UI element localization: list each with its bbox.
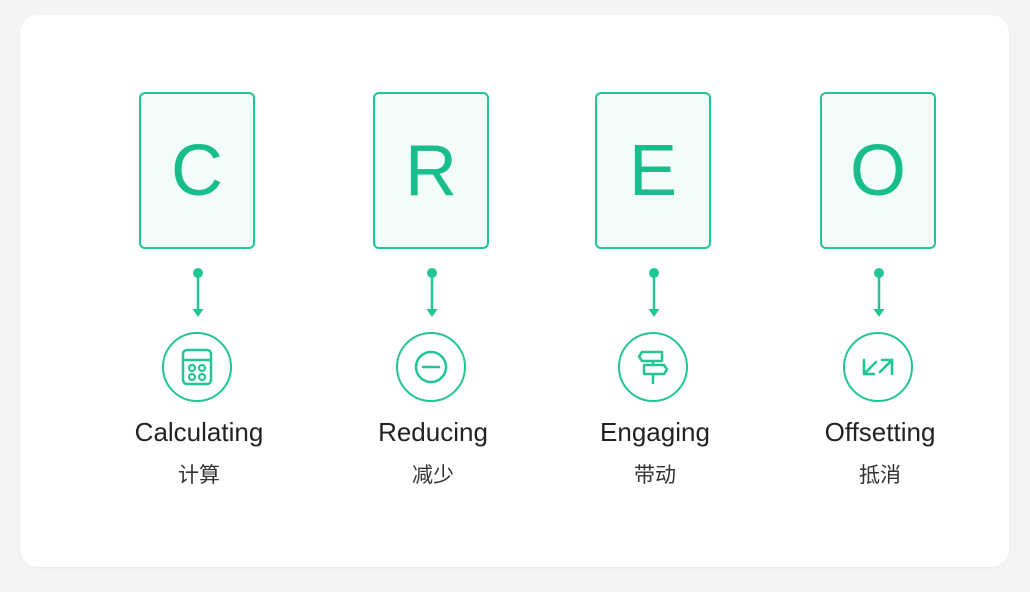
item-title: Engaging	[600, 417, 710, 447]
creo-column-engaging: E Engaging 带动	[555, 15, 755, 567]
icon-circle	[396, 332, 466, 402]
connector-arrow	[426, 268, 438, 317]
item-subtitle: 带动	[634, 463, 676, 487]
connector-arrow	[192, 268, 204, 317]
calculator-icon	[181, 348, 213, 386]
icon-circle	[618, 332, 688, 402]
letter-card-r: R	[373, 92, 489, 249]
minus-circle-icon	[414, 350, 448, 384]
letter-c: C	[171, 130, 223, 211]
item-title: Reducing	[378, 417, 488, 447]
item-title: Offsetting	[824, 417, 936, 447]
item-subtitle: 抵消	[859, 463, 901, 487]
icon-circle	[162, 332, 232, 402]
offset-arrows-icon	[862, 358, 894, 376]
creo-column-calculating: C Calculating 计算	[99, 15, 299, 567]
letter-card-o: O	[820, 92, 936, 249]
item-subtitle: 减少	[412, 463, 454, 487]
letter-card-c: C	[139, 92, 255, 249]
connector-arrow	[648, 268, 660, 317]
icon-circle	[843, 332, 913, 402]
letter-r: R	[405, 130, 457, 211]
letter-card-e: E	[595, 92, 711, 249]
signpost-icon	[637, 350, 669, 385]
letter-o: O	[849, 130, 906, 211]
item-title: Calculating	[134, 417, 264, 447]
creo-column-reducing: R Reducing 减少	[333, 15, 533, 567]
item-subtitle: 计算	[178, 463, 220, 487]
creo-column-offsetting: O Offsetting 抵消	[780, 15, 980, 567]
creo-card: C Calculating 计算 R	[20, 15, 1009, 567]
connector-arrow	[873, 268, 885, 317]
letter-e: E	[628, 130, 678, 211]
